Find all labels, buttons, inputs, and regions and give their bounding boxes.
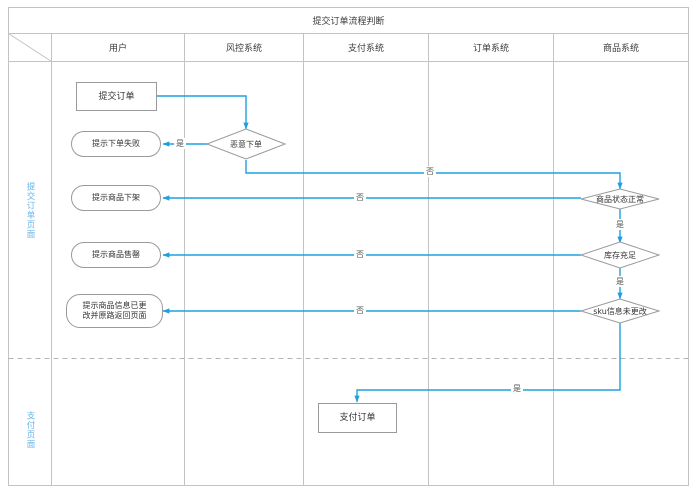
node-tip-item-changed-line1: 提示商品信息已更 <box>82 301 147 310</box>
node-tip-item-soldout-label: 提示商品售罄 <box>92 250 140 259</box>
node-tip-item-changed[interactable]: 提示商品信息已更 改并原路返回页面 <box>66 294 163 328</box>
edge-label-stock-no: 否 <box>354 249 366 260</box>
node-tip-item-offline-label: 提示商品下架 <box>92 193 140 202</box>
node-submit-order[interactable]: 提交订单 <box>76 82 157 111</box>
node-submit-order-label: 提交订单 <box>98 91 135 102</box>
swimlane-grid <box>8 7 689 486</box>
edge-sku-yes <box>354 323 621 403</box>
edge-label-malicious-yes-text: 是 <box>176 139 184 148</box>
edge-label-item-status-no: 否 <box>354 192 366 203</box>
diamond-stock-enough <box>579 241 661 269</box>
diamond-sku-unchanged <box>579 298 661 324</box>
phase-label-payment-page: 支付页面 <box>9 385 51 475</box>
phase-label-submit-order-page-text: 提交订单页面 <box>25 181 35 239</box>
diagram-title: 提交订单流程判断 <box>9 8 688 33</box>
edge-label-sku-no: 否 <box>354 305 366 316</box>
lane-header-payment-system-label: 支付系统 <box>347 44 384 54</box>
edge-label-item-status-yes: 是 <box>614 219 626 230</box>
node-pay-order-label: 支付订单 <box>339 413 376 423</box>
edge-label-stock-no-text: 否 <box>356 250 364 259</box>
lane-header-order-system-label: 订单系统 <box>472 44 509 54</box>
decision-shapes <box>205 128 661 324</box>
phase-label-submit-order-page: 提交订单页面 <box>9 150 51 270</box>
edge-submit-to-malicious <box>157 95 249 130</box>
edge-label-item-status-yes-text: 是 <box>616 220 624 229</box>
node-tip-item-soldout[interactable]: 提示商品售罄 <box>71 242 161 268</box>
lane-header-user: 用户 <box>52 34 184 61</box>
edge-label-sku-no-text: 否 <box>356 306 364 315</box>
node-tip-order-failed-label: 提示下单失败 <box>92 139 140 148</box>
lane-header-payment-system: 支付系统 <box>304 34 428 61</box>
lane-header-user-label: 用户 <box>108 44 127 54</box>
lane-header-item-system: 商品系统 <box>554 34 688 61</box>
edge-label-sku-yes: 是 <box>511 383 523 394</box>
node-tip-item-changed-line2: 改并原路返回页面 <box>82 311 147 320</box>
lane-header-item-system-label: 商品系统 <box>602 44 639 54</box>
edge-label-item-status-no-text: 否 <box>356 193 364 202</box>
node-tip-item-offline[interactable]: 提示商品下架 <box>71 185 161 211</box>
node-tip-order-failed[interactable]: 提示下单失败 <box>71 131 161 157</box>
edge-label-stock-yes-text: 是 <box>616 277 624 286</box>
edge-label-sku-yes-text: 是 <box>513 384 521 393</box>
diagram-title-text: 提交订单流程判断 <box>312 17 385 27</box>
lane-header-risk-system: 风控系统 <box>185 34 303 61</box>
edge-label-malicious-no: 否 <box>424 166 436 177</box>
edge-label-stock-yes: 是 <box>614 276 626 287</box>
node-pay-order[interactable]: 支付订单 <box>318 403 397 433</box>
edge-label-malicious-yes: 是 <box>174 138 186 149</box>
edge-label-malicious-no-text: 否 <box>426 167 434 176</box>
phase-label-payment-page-text: 支付页面 <box>25 411 35 449</box>
lane-header-order-system: 订单系统 <box>429 34 553 61</box>
diamond-malicious-order <box>205 128 287 160</box>
lane-header-risk-system-label: 风控系统 <box>225 44 262 54</box>
diamond-item-status-normal <box>580 188 660 210</box>
